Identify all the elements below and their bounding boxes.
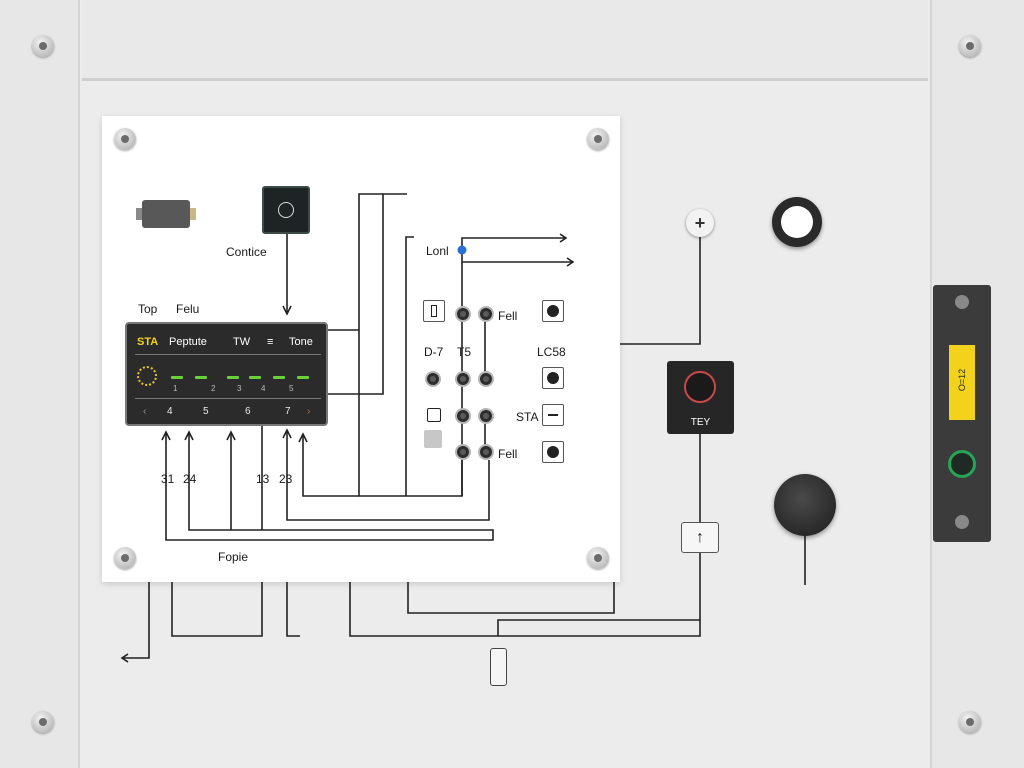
terminal-label: 24	[183, 472, 197, 486]
module-title-sta: STA	[137, 336, 159, 348]
led-indicator	[249, 376, 261, 379]
timer-device[interactable]: TEY	[667, 361, 734, 434]
square-terminal[interactable]	[542, 300, 564, 322]
left-rail	[0, 0, 80, 768]
screw	[955, 515, 969, 529]
module-button[interactable]: 5	[203, 406, 209, 417]
sta-label: STA	[516, 410, 539, 424]
fopie-label: Fopie	[218, 550, 249, 564]
dial-indicator-icon	[137, 366, 157, 386]
lc58-label: LC58	[537, 345, 566, 359]
screw	[959, 35, 981, 57]
jack-connector[interactable]	[478, 371, 494, 387]
led-indicator	[297, 376, 309, 379]
screw	[955, 295, 969, 309]
relay-component	[136, 200, 196, 228]
module-button[interactable]: 6	[245, 406, 251, 417]
d7-label: D-7	[424, 345, 444, 359]
lonl-label: Lonl	[426, 244, 449, 258]
round-push-button[interactable]	[772, 197, 822, 247]
fell-label: Fell	[498, 309, 518, 323]
channel-number: 4	[261, 384, 266, 393]
jack-connector[interactable]	[455, 371, 471, 387]
menu-icon: ≡	[267, 336, 274, 348]
module-title-peptute: Peptute	[169, 336, 207, 348]
jack-connector[interactable]	[455, 444, 471, 460]
screw	[32, 711, 54, 733]
contice-label: Contice	[226, 245, 267, 259]
green-indicator-light	[948, 450, 976, 478]
led-indicator	[171, 376, 183, 379]
timer-dial-icon[interactable]	[684, 371, 716, 403]
square-terminal[interactable]	[542, 367, 564, 389]
knob-icon	[278, 202, 294, 218]
led-indicator	[227, 376, 239, 379]
black-rotary-knob[interactable]	[774, 474, 836, 536]
jack-connector[interactable]	[455, 408, 471, 424]
switch-terminal[interactable]	[423, 300, 445, 322]
small-chip-icon	[427, 408, 441, 422]
jack-connector[interactable]	[478, 444, 494, 460]
felu-label: Felu	[176, 302, 200, 316]
top-panel	[82, 0, 928, 81]
fell-label-2: Fell	[498, 447, 518, 461]
indicator-strip: O=12	[933, 285, 991, 542]
screw	[959, 711, 981, 733]
channel-number: 2	[211, 384, 216, 393]
jack-connector[interactable]	[425, 371, 441, 387]
t5-label: T5	[457, 345, 472, 359]
module-divider	[135, 354, 321, 355]
jack-connector[interactable]	[478, 408, 494, 424]
channel-number: 3	[237, 384, 242, 393]
display-module[interactable]: STA Peptute TW ≡ Tone 1 2 3 4 5 ‹ 4 5 6 …	[125, 322, 328, 426]
module-button[interactable]: 4	[167, 406, 173, 417]
prev-icon[interactable]: ‹	[143, 406, 147, 417]
jack-connector[interactable]	[478, 306, 494, 322]
plus-icon[interactable]: +	[686, 209, 714, 237]
switch-terminal[interactable]	[542, 404, 564, 426]
screw	[587, 128, 609, 150]
led-indicator	[195, 376, 207, 379]
terminal-label: 31	[161, 472, 175, 486]
terminal-label: 23	[279, 472, 293, 486]
led-indicator	[273, 376, 285, 379]
module-button[interactable]: 7	[285, 406, 291, 417]
control-knob-device[interactable]	[262, 186, 310, 234]
screw	[114, 128, 136, 150]
fuse-component	[490, 648, 507, 686]
module-title-tw: TW	[233, 336, 251, 348]
warning-label: O=12	[949, 345, 975, 420]
ground-symbol-icon	[424, 430, 442, 448]
module-divider	[135, 398, 321, 399]
screw	[32, 35, 54, 57]
up-arrow-icon[interactable]: ↑	[681, 522, 719, 553]
top-label: Top	[138, 302, 158, 316]
next-icon[interactable]: ›	[307, 406, 311, 417]
timer-device-label: TEY	[690, 417, 711, 428]
screw	[587, 547, 609, 569]
channel-number: 1	[173, 384, 178, 393]
square-terminal[interactable]	[542, 441, 564, 463]
module-title-tone: Tone	[289, 336, 313, 348]
channel-number: 5	[289, 384, 294, 393]
screw	[114, 547, 136, 569]
terminal-label: 13	[256, 472, 270, 486]
jack-connector[interactable]	[455, 306, 471, 322]
